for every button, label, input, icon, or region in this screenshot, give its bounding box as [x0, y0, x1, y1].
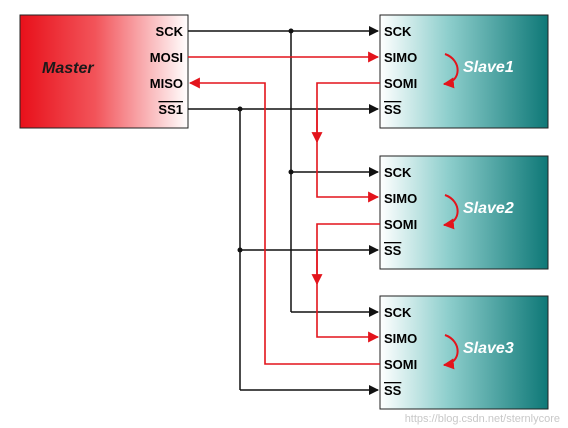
slave-box — [379, 295, 549, 410]
data-chain — [188, 51, 380, 365]
slave-pin-ss: SS — [384, 383, 402, 398]
master-pin-sck: SCK — [156, 24, 184, 39]
junction-dot — [237, 106, 243, 112]
slave3-somi-to-master-miso — [188, 77, 380, 365]
slave-pin-simo: SIMO — [384, 331, 417, 346]
slave-pin-somi: SOMI — [384, 217, 417, 232]
slave-title: Slave2 — [463, 200, 514, 217]
master-pin-ss: SS1 — [158, 102, 183, 117]
slave-title: Slave3 — [463, 340, 514, 357]
slave-pin-ss: SS — [384, 243, 402, 258]
sck-bus — [188, 26, 379, 317]
watermark: https://blog.csdn.net/sternlycore — [405, 413, 560, 425]
slave-pin-somi: SOMI — [384, 76, 417, 91]
master-box — [19, 14, 189, 129]
slave-title: Slave1 — [463, 59, 514, 76]
slave-block-3: SCK SIMO SOMI SS Slave3 — [379, 295, 549, 410]
junction-dot — [288, 169, 294, 175]
loopback-arrow — [442, 194, 459, 230]
slave1-somi-to-slave2-simo — [316, 82, 380, 203]
junction-dot — [288, 28, 294, 34]
master-block: Master SCK MOSI MISO SS1 — [19, 14, 189, 129]
loopback-arrow — [442, 53, 459, 89]
loopback-arrow — [442, 334, 459, 370]
master-pin-mosi: MOSI — [150, 50, 183, 65]
slave-block-2: SCK SIMO SOMI SS Slave2 — [379, 155, 549, 270]
slave-pin-sck: SCK — [384, 305, 412, 320]
slave2-somi-to-slave3-simo — [316, 223, 380, 343]
slave-pin-somi: SOMI — [384, 357, 417, 372]
slave-pin-simo: SIMO — [384, 191, 417, 206]
master-pin-miso: MISO — [150, 76, 183, 91]
slave-box — [379, 14, 549, 129]
ss-bus — [188, 104, 379, 395]
slave-pin-sck: SCK — [384, 24, 412, 39]
slave-box — [379, 155, 549, 270]
slave-pin-simo: SIMO — [384, 50, 417, 65]
slave-block-1: SCK SIMO SOMI SS Slave1 — [379, 14, 549, 129]
slave-pin-ss: SS — [384, 102, 402, 117]
junction-dot — [237, 247, 243, 253]
slave-pin-sck: SCK — [384, 165, 412, 180]
master-title: Master — [42, 60, 94, 77]
